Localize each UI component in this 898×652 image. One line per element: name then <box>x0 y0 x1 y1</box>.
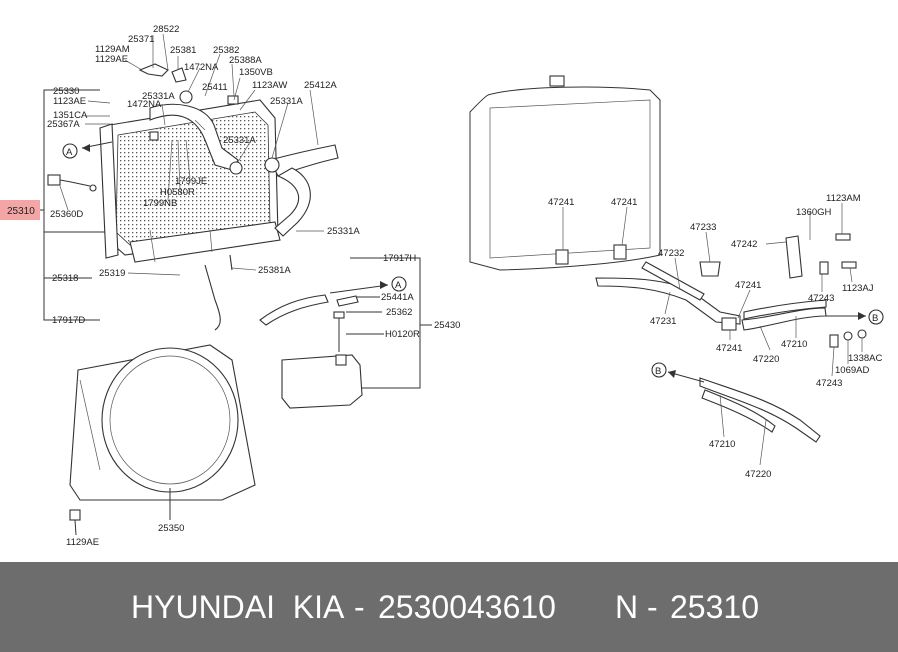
label-1351CA[interactable]: 1351CA <box>53 110 88 121</box>
label-25382[interactable]: 25382 <box>213 45 239 56</box>
footer-part-number: 2530043610 <box>378 589 556 625</box>
label-1123AW[interactable]: 1123AW <box>252 80 287 91</box>
fan-shroud <box>69 344 256 501</box>
label-25367A[interactable]: 25367A <box>47 119 80 130</box>
callout-a-upper-label: A <box>66 147 73 158</box>
label-47241-d[interactable]: 47241 <box>716 343 742 354</box>
label-1472NA-a[interactable]: 1472NA <box>184 62 219 73</box>
label-47232[interactable]: 47232 <box>658 248 684 259</box>
footer-bar: HYUNDAI KIA - 2530043610 N - 25310 <box>0 562 898 652</box>
label-25362[interactable]: 25362 <box>386 307 412 318</box>
label-1338AC[interactable]: 1338AC <box>848 353 882 364</box>
label-25310[interactable]: 25310 <box>7 206 35 217</box>
footer-separator: - <box>354 589 365 625</box>
footer-ref-prefix: N - <box>615 589 667 625</box>
label-47233[interactable]: 47233 <box>690 222 716 233</box>
callout-b-lower-label: B <box>655 366 661 377</box>
label-47220-b[interactable]: 47220 <box>745 469 771 480</box>
callout-a-lower-label: A <box>395 280 402 291</box>
label-1069AD[interactable]: 1069AD <box>835 365 869 376</box>
label-1350VB[interactable]: 1350VB <box>239 67 273 78</box>
label-25412A[interactable]: 25412A <box>304 80 337 91</box>
label-25331A-d[interactable]: 25331A <box>327 226 360 237</box>
label-1799JE[interactable]: 1799JE <box>175 176 207 187</box>
label-1472NA-b[interactable]: 1472NA <box>127 99 162 110</box>
label-47243-b[interactable]: 47243 <box>816 378 842 389</box>
leader-lines-right <box>562 203 863 466</box>
label-47243-a[interactable]: 47243 <box>808 293 834 304</box>
label-H0580R[interactable]: H0580R <box>160 187 195 198</box>
label-25331A-a[interactable]: 25331A <box>142 91 175 102</box>
label-25330[interactable]: 25330 <box>53 86 79 97</box>
label-H0120R[interactable]: H0120R <box>385 329 420 340</box>
upper-hoses <box>138 63 339 331</box>
label-47241-b[interactable]: 47241 <box>611 197 637 208</box>
label-25331A-c[interactable]: 25331A <box>223 135 256 146</box>
label-1123AE[interactable]: 1123AE <box>53 96 86 107</box>
sensor-25360D <box>47 174 97 192</box>
reservoir-tank <box>259 294 363 409</box>
label-25441A[interactable]: 25441A <box>381 292 414 303</box>
label-1123AM[interactable]: 1123AM <box>826 193 861 204</box>
label-25411[interactable]: 25411 <box>202 82 228 93</box>
bracket-25330 <box>43 89 100 321</box>
callout-b-right-label: B <box>872 313 878 324</box>
leader-lines <box>59 33 324 276</box>
label-47241-a[interactable]: 47241 <box>548 197 574 208</box>
label-25318[interactable]: 25318 <box>52 273 78 284</box>
label-25381[interactable]: 25381 <box>170 45 196 56</box>
highlight-box <box>0 200 40 220</box>
label-25430[interactable]: 25430 <box>434 320 460 331</box>
label-1799NB[interactable]: 1799NB <box>143 198 177 209</box>
footer-brand: HYUNDAI KIA <box>131 589 345 625</box>
radiator-exploded-diagram: 25310 <box>0 24 884 548</box>
label-25319[interactable]: 25319 <box>99 268 125 279</box>
label-47231[interactable]: 47231 <box>650 316 676 327</box>
callout-b-lower: B <box>651 362 705 383</box>
label-47242[interactable]: 47242 <box>731 239 757 250</box>
label-28522[interactable]: 28522 <box>153 24 179 35</box>
label-25350[interactable]: 25350 <box>158 523 184 534</box>
label-47210-a[interactable]: 47210 <box>781 339 807 350</box>
footer-ref-number: 25310 <box>670 589 759 625</box>
label-25331A-b[interactable]: 25331A <box>270 96 303 107</box>
callout-a-upper: A <box>62 141 113 159</box>
label-1129AM[interactable]: 1129AM <box>95 44 130 55</box>
label-1123AJ[interactable]: 1123AJ <box>842 283 874 294</box>
label-25381A[interactable]: 25381A <box>258 265 291 276</box>
radiator-right <box>469 75 661 271</box>
label-47241-c[interactable]: 47241 <box>735 280 761 291</box>
label-1129AE-b[interactable]: 1129AE <box>66 537 99 548</box>
label-25371[interactable]: 25371 <box>128 34 154 45</box>
callout-a-lower: A <box>329 276 407 294</box>
label-17917D[interactable]: 17917D <box>52 315 85 326</box>
label-47210-b[interactable]: 47210 <box>709 439 735 450</box>
label-25360D[interactable]: 25360D <box>50 209 83 220</box>
label-1360GH[interactable]: 1360GH <box>796 207 832 218</box>
label-17917H[interactable]: 17917H <box>383 253 416 264</box>
oil-cooler-lines <box>555 233 867 443</box>
label-25388A[interactable]: 25388A <box>229 55 262 66</box>
label-47220-a[interactable]: 47220 <box>753 354 779 365</box>
callout-b-right: B <box>826 309 884 325</box>
label-1129AE[interactable]: 1129AE <box>95 54 128 65</box>
